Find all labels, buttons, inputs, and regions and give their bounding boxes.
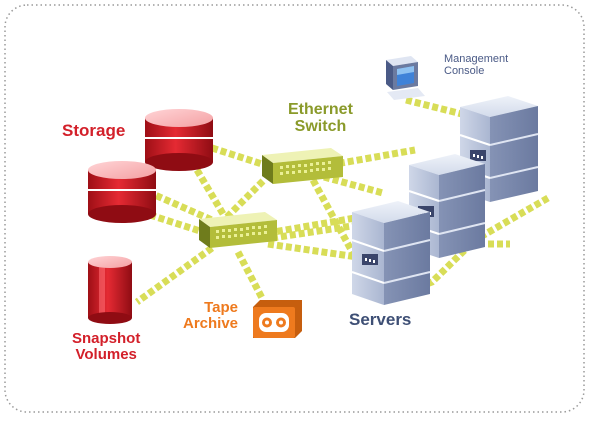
management-console-label-line2: Console [444, 64, 485, 77]
management-console-label: Management Console [444, 53, 509, 77]
ethernet-switch-icon [262, 148, 343, 184]
tape-archive-label: Tape Archive [183, 300, 238, 332]
cable-storage2-switch2 [148, 211, 202, 235]
cable-switch1-server-front [309, 178, 359, 259]
cable-switch1-server-top [329, 146, 416, 169]
server-rack-icon [351, 201, 431, 305]
cable-switch1-server-mid [323, 173, 384, 197]
server-rack-icon [408, 154, 486, 258]
tape-archive-icon [253, 300, 302, 338]
tape-archive-label-line1: Tape [204, 299, 239, 316]
management-console-label-line1: Management [444, 53, 509, 65]
cable-storage2-switch2b [146, 188, 214, 224]
cable-switch2-tape [234, 250, 266, 300]
ethernet-switch-label: Ethernet Switch [288, 101, 353, 136]
cable-switch2-server-front [267, 214, 356, 237]
servers-label: Servers [349, 311, 411, 329]
management-console-icon [386, 56, 425, 100]
dotted-frame [4, 4, 585, 413]
cable-switch2-server-front-b [267, 240, 406, 268]
cable-storage1-switch2 [193, 168, 233, 226]
ethernet-switch-label-line2: Switch [294, 117, 347, 135]
storage-disk-icon [88, 161, 156, 223]
cable-storage1-switch1 [210, 144, 267, 169]
storage-label: Storage [62, 122, 125, 140]
snapshot-volumes-label-line1: Snapshot [72, 330, 141, 347]
cable-console-server [405, 96, 467, 119]
snapshot-volumes-label-line2: Volumes [75, 345, 137, 363]
snapshot-volumes-label: Snapshot Volumes [72, 331, 140, 363]
storage-label-text: Storage [62, 121, 126, 140]
storage-disk-icon [145, 109, 213, 171]
cable-switch2-snapshot [134, 245, 215, 305]
servers-label-text: Servers [349, 310, 412, 329]
tape-archive-label-line2: Archive [183, 314, 239, 332]
snapshot-volume-icon [88, 256, 132, 324]
ethernet-switch-label-line1: Ethernet [288, 101, 353, 118]
ethernet-switch-icon [199, 212, 277, 248]
